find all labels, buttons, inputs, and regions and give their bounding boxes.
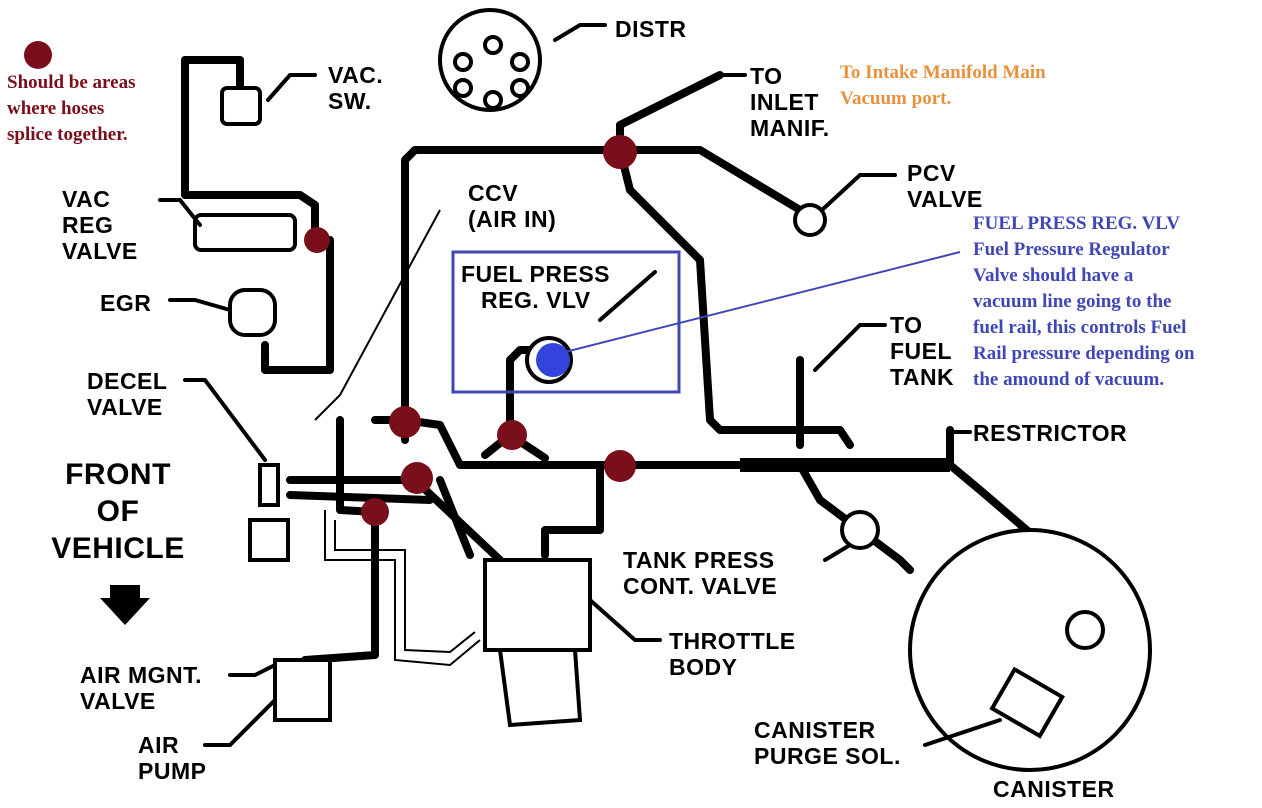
egr-label: EGR: [100, 290, 152, 316]
splice-marker: [389, 406, 421, 438]
throttle-body-bellows: [497, 648, 583, 728]
fuel-press-reg-highlight-box: [451, 250, 681, 394]
throttle-hose-right: [541, 461, 604, 559]
throttle-hose-left: [436, 476, 474, 559]
canister-purge-sol-body: [989, 666, 1065, 739]
splice-marker: [604, 450, 636, 482]
down-arrow-icon: [100, 585, 150, 625]
decel-valve-body: [258, 463, 280, 507]
throttle-body-block: [483, 558, 592, 652]
splice-marker: [304, 227, 330, 253]
splice-marker: [361, 498, 389, 526]
restrictor-label: RESTRICTOR: [973, 420, 1128, 446]
distr-label: DISTR: [615, 16, 687, 42]
vac-reg-valve-body: [193, 213, 297, 252]
ccv-label: CCV(AIR IN): [468, 180, 557, 232]
fuel-press-reg-marker: [536, 343, 570, 377]
vac-sw-hose: [181, 56, 334, 374]
fuel-tank-return-hose: [616, 146, 854, 449]
tank-press-valve-body: [840, 510, 880, 550]
splice-marker: [401, 462, 433, 494]
decel-hose-2: [286, 491, 434, 504]
vac-sw-label: VAC.SW.: [328, 62, 384, 114]
vac-sw-body: [220, 86, 262, 126]
decel-lower-body: [248, 518, 290, 562]
fuel-press-callout-line: [564, 251, 961, 353]
air-mgnt-valve-body: [273, 658, 332, 722]
splice-marker: [603, 135, 637, 169]
air-mgnt-valve-label: AIR MGNT.VALVE: [80, 662, 203, 714]
canister-body: [908, 528, 1152, 772]
thin-air-hose-outer: [324, 510, 481, 667]
restrictor-bar: [740, 458, 950, 472]
legend-splice-marker: [24, 41, 52, 69]
air-mgnt-hose: [301, 508, 379, 664]
canister-port: [1065, 610, 1105, 650]
canister-label: CANISTER: [993, 776, 1115, 802]
splice-marker: [497, 420, 527, 450]
ccv-thin-line: [314, 209, 441, 421]
inlet-manif-hose: [616, 71, 724, 154]
egr-body: [228, 288, 277, 337]
thin-air-hose-inner: [334, 520, 476, 654]
main-vacuum-hose: [401, 146, 804, 444]
pcv-valve-body: [793, 203, 827, 237]
